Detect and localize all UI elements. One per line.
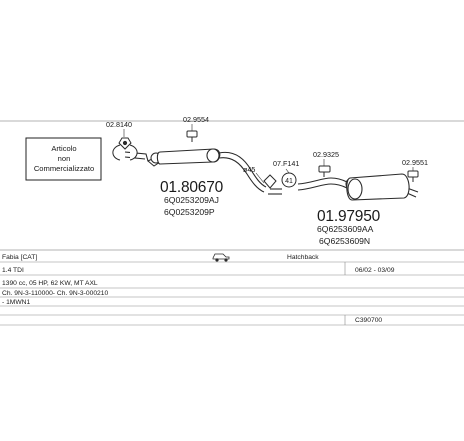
vehicle-engine-code: - 1MWN1 [2,299,31,306]
front-muffler [147,148,221,167]
exhaust-pipes [124,151,419,198]
catalog-reference: C390700 [355,317,382,324]
clamp-code-02-9325: 02.9325 [313,150,339,159]
clamp-02-8140 [112,137,138,161]
clamp-code-07-F141: 07.F141 [273,159,299,168]
clamp-02-9325 [318,165,331,177]
svg-text:41: 41 [285,178,293,185]
front-oem-number-2: 6Q0253209P [164,207,215,217]
clamp-02-9551 [407,170,419,182]
table-grid [0,261,464,326]
vehicle-spec: 1390 cc, 05 HP, 62 KW, MT AXL [2,280,98,287]
frame-lines [0,120,464,251]
notice-line-1: Articolo [51,144,76,153]
clamp-02-9554 [186,130,198,142]
diameter-label: ø45 [243,165,255,174]
rear-oem-number-1: 6Q6253609AA [317,224,374,234]
front-part-code: 01.80670 [160,179,224,196]
rear-oem-number-2: 6Q6253609N [319,236,370,246]
vehicle-info-table: Fabia [CAT] Hatchback 1.4 TDI 06/02 - 03… [0,253,464,326]
notice-line-3: Commercializzato [34,164,94,173]
vehicle-body-type: Hatchback [287,254,319,261]
notice-line-2: non [58,154,71,163]
leader-lines [123,124,414,184]
rear-muffler [345,173,410,201]
joint-07-F141: 41 [263,172,297,189]
clamp-code-02-9551: 02.9551 [402,158,428,167]
vehicle-engine: 1.4 TDI [2,267,24,274]
clamp-code-02-9554: 02.9554 [183,115,209,124]
not-available-notice: Articolo non Commercializzato [25,137,102,181]
vehicle-chassis: Ch. 9N-3-110000- Ch. 9N-3-000210 [2,290,108,297]
clamp-code-02-8140: 02.8140 [106,120,132,129]
front-oem-number-1: 6Q0253209AJ [164,195,219,205]
car-hatchback-icon [212,253,230,262]
vehicle-model: Fabia [CAT] [2,254,37,261]
vehicle-dates: 06/02 - 03/09 [355,267,395,274]
rear-part-code: 01.97950 [317,208,381,225]
